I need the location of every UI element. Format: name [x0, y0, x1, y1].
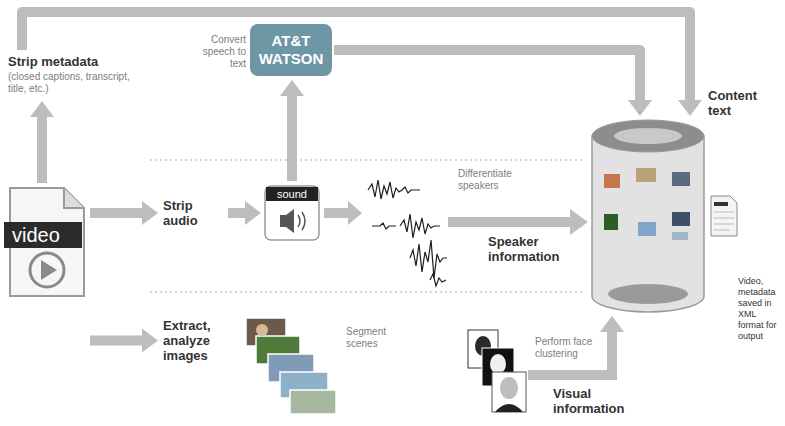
face-cluster: [468, 330, 526, 412]
arrow-shaft: [22, 12, 690, 102]
video-file-icon: video: [8, 186, 86, 298]
arrow-shaft: [37, 115, 47, 183]
xml-document-icon: [711, 196, 737, 236]
flow-arrow: [90, 329, 158, 353]
storage-note: Video, metadata saved in XML format for …: [738, 276, 782, 342]
step-text: Extract, analyze images: [163, 318, 239, 363]
section-divider: [150, 160, 585, 292]
sound-icon: sound: [264, 185, 320, 241]
flow-arrow: [90, 201, 158, 225]
service-name: AT&T WATSON: [255, 32, 327, 68]
flow-arrow: [324, 201, 624, 380]
arrow-shaft: [90, 336, 144, 346]
arrow-head: [280, 80, 304, 96]
output-label: Speaker information: [488, 234, 580, 264]
arrow-shaft: [90, 208, 144, 218]
step-note: Convert speech to text: [196, 34, 246, 70]
arrow-shaft: [228, 208, 247, 218]
arrow-head: [142, 329, 158, 353]
output-label: Visual information: [553, 386, 645, 416]
service-box: AT&T WATSON: [250, 24, 332, 76]
step-title: Strip audio: [163, 198, 225, 228]
step-note: Differentiate speakers: [458, 168, 540, 192]
step-note: Segment scenes: [346, 326, 416, 350]
flow-arrow: [228, 201, 261, 225]
database-cylinder: Video, metadata saved in XML format for …: [590, 118, 706, 314]
speaker-waveforms: [368, 180, 447, 286]
output-label: Content text: [708, 88, 780, 118]
arrow-head: [628, 100, 652, 116]
arrow-head: [678, 100, 702, 116]
step-note: (closed captions, transcript, title, etc…: [8, 71, 130, 95]
flow-arrow: [22, 12, 702, 116]
cylinder-outline: [590, 118, 706, 314]
step-text: Strip audio: [163, 198, 225, 228]
media-label: sound: [266, 187, 318, 201]
flow-arrow: [334, 50, 652, 116]
step-title: Extract, analyze images: [163, 318, 239, 363]
file-type-label: video: [4, 222, 82, 248]
flow-arrow: [30, 101, 54, 183]
arrow-head: [30, 101, 54, 117]
arrow-shaft: [287, 94, 297, 181]
scene-frames: [246, 318, 336, 414]
arrow-shaft: [334, 50, 640, 102]
arrow-head: [142, 201, 158, 225]
flow-arrow: [280, 80, 304, 181]
step-title: Strip metadata: [8, 54, 130, 69]
step-text: Strip metadata (closed captions, transcri…: [8, 54, 130, 95]
arrow-head: [245, 201, 261, 225]
step-note: Perform face clustering: [535, 336, 603, 360]
